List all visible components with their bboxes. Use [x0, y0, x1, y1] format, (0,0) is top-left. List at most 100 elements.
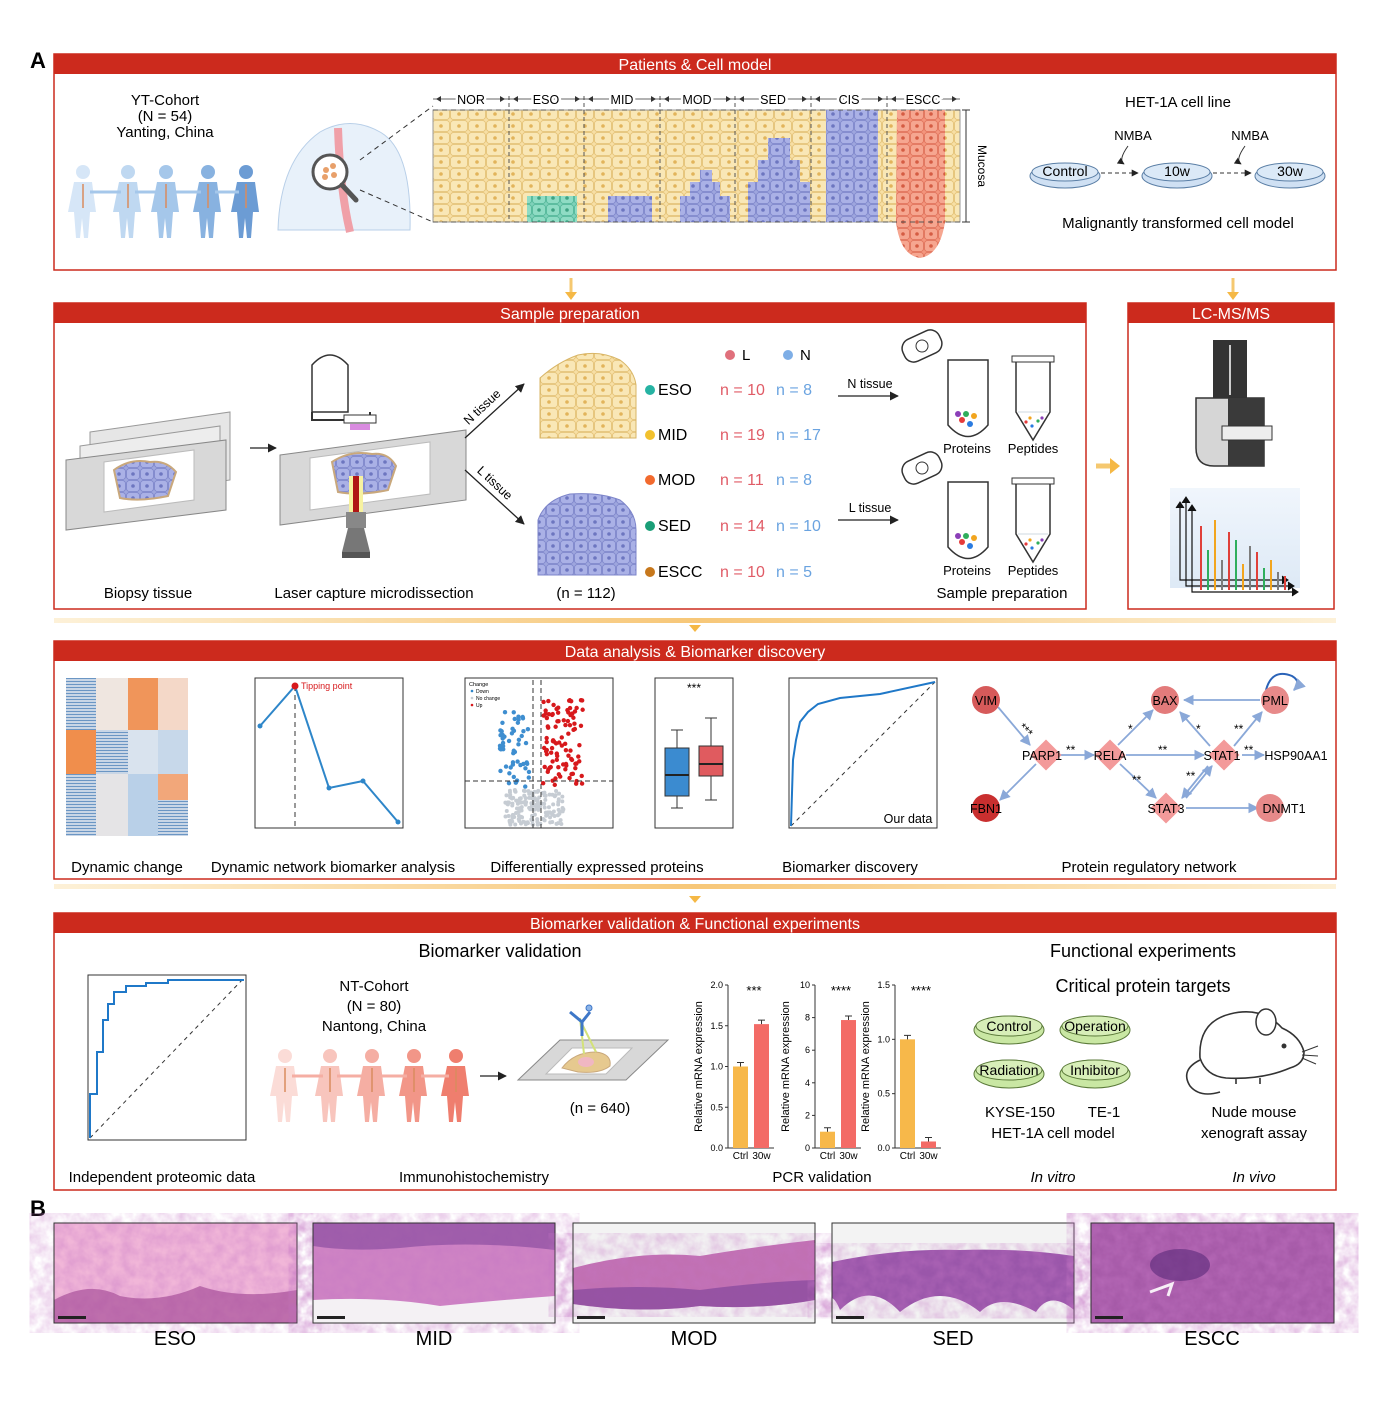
- stage-label-cis: CIS: [839, 93, 860, 107]
- stage-tissue-diagram: NOR ESO MID MOD SED CIS ESCC Mucosa: [432, 91, 989, 258]
- volcano-point-up: [566, 753, 571, 758]
- pcr-bar: [820, 1131, 835, 1148]
- spectrum-peak: [1284, 576, 1286, 590]
- volcano-point-up: [556, 765, 561, 770]
- volcano-point-down: [506, 780, 512, 786]
- volcano-point-down: [511, 774, 517, 780]
- volcano-point: [521, 819, 526, 824]
- volcano-point-down: [525, 726, 531, 732]
- stage-label-mid: MID: [611, 93, 634, 107]
- volcano-point-up: [559, 735, 564, 740]
- edge-label-1: ***: [1016, 720, 1036, 740]
- volcano-point-down: [526, 769, 532, 775]
- spectrum-peak: [1263, 568, 1265, 590]
- caption-sample-prep: Sample preparation: [937, 585, 1068, 602]
- volcano-point-up: [551, 702, 556, 708]
- spectrum-peak: [1249, 546, 1251, 590]
- volcano-point: [534, 806, 539, 811]
- tube-set-n: Proteins Peptides: [901, 329, 1059, 456]
- dish-func-control: Control: [986, 1018, 1031, 1034]
- spectrum-peak: [1200, 526, 1202, 590]
- node-fbn1: FBN1: [970, 802, 1002, 816]
- pcr-tick-label: 8: [805, 1013, 810, 1023]
- volcano-point-down: [498, 768, 503, 774]
- pcr-bar: [921, 1141, 936, 1148]
- group-n-count: n = 5: [776, 564, 812, 581]
- volcano-point-down: [516, 714, 521, 719]
- volcano-point-up: [579, 698, 585, 703]
- volcano-point-up: [554, 757, 560, 763]
- caption-ihc: Immunohistochemistry: [399, 1169, 550, 1186]
- node-hsp90aa1: HSP90AA1: [1264, 749, 1327, 763]
- volcano-point: [504, 793, 509, 798]
- dish-func-radiation: Radiation: [979, 1062, 1038, 1078]
- volcano-point-up: [563, 761, 569, 767]
- volcano-point: [537, 795, 542, 800]
- caption-pcr: PCR validation: [772, 1169, 871, 1186]
- volcano-point-down: [497, 743, 503, 748]
- volcano-point-down: [520, 716, 526, 721]
- volcano-point: [526, 789, 531, 794]
- volcano-legend-nochange: No change: [476, 696, 500, 702]
- laser-microscope: [279, 354, 467, 558]
- cohort-size: (N = 54): [138, 108, 193, 125]
- volcano-point: [516, 817, 521, 822]
- volcano-point: [546, 810, 551, 815]
- pcr-chart-1: Relative mRNA expression0.00.51.01.52.0C…: [693, 980, 774, 1162]
- esophagus-illustration: [277, 105, 434, 233]
- volcano-point-down: [506, 738, 512, 744]
- pcr-category-label: Ctrl: [820, 1151, 836, 1162]
- volcano-point: [557, 791, 562, 796]
- volcano-point-up: [544, 751, 550, 757]
- volcano-point-up: [549, 745, 555, 751]
- ihc-sample-count: (n = 640): [570, 1100, 630, 1117]
- volcano-point-up: [576, 754, 581, 759]
- nmba-label-2: NMBA: [1231, 128, 1269, 143]
- volcano-point: [551, 802, 556, 807]
- boxplot: ***: [654, 677, 734, 829]
- volcano-point-up: [546, 698, 551, 704]
- edge-label-9: **: [1186, 769, 1196, 783]
- cell-model-te1: TE-1: [1088, 1104, 1121, 1121]
- functional-title: Functional experiments: [1050, 941, 1236, 961]
- node-rela: RELA: [1094, 749, 1127, 763]
- group-dot: [645, 475, 655, 485]
- boxplot-significance: ***: [687, 681, 701, 695]
- section-header-analysis: Data analysis & Biomarker discovery: [565, 644, 826, 661]
- volcano-point-up: [563, 722, 568, 728]
- roc-curve-validation: [87, 974, 247, 1141]
- mouse-illustration: [1185, 1008, 1319, 1095]
- volcano-point: [511, 795, 516, 800]
- section-analysis: Data analysis & Biomarker discovery Tipp…: [53, 640, 1337, 880]
- dish-30w: 30w: [1277, 163, 1304, 179]
- stage-label-nor: NOR: [457, 93, 485, 107]
- volcano-point-down: [519, 733, 524, 739]
- histology-label-sed: SED: [932, 1328, 973, 1350]
- histology-mod: [572, 1222, 816, 1324]
- volcano-point: [539, 801, 544, 806]
- stage-label-escc: ESCC: [906, 93, 941, 107]
- volcano-point-down: [515, 759, 520, 764]
- group-n-count: n = 8: [776, 382, 812, 399]
- pcr-ylabel: Relative mRNA expression: [693, 1001, 705, 1132]
- volcano-point-up: [554, 753, 560, 759]
- volcano-point-up: [569, 757, 575, 763]
- volcano-point-up: [543, 708, 548, 713]
- volcano-point-up: [561, 718, 566, 723]
- pcr-tick-label: 2: [805, 1110, 810, 1120]
- section-patients: Patients & Cell model YT-Cohort (N = 54)…: [53, 53, 1337, 271]
- histology-label-mod: MOD: [671, 1328, 718, 1350]
- l-tissue-label-right: L tissue: [849, 501, 892, 515]
- volcano-point-up: [542, 764, 547, 770]
- cohort-location: Yanting, China: [116, 124, 214, 141]
- cell-model-het1a: HET-1A cell model: [991, 1125, 1114, 1142]
- volcano-point: [556, 821, 561, 826]
- spectrum-peak: [1228, 532, 1230, 590]
- volcano-point-down: [500, 720, 505, 725]
- proteins-label-2: Proteins: [943, 563, 991, 578]
- edge-label-7: **: [1244, 743, 1254, 757]
- caption-biomarker-discovery: Biomarker discovery: [782, 859, 918, 876]
- volcano-point: [522, 788, 527, 793]
